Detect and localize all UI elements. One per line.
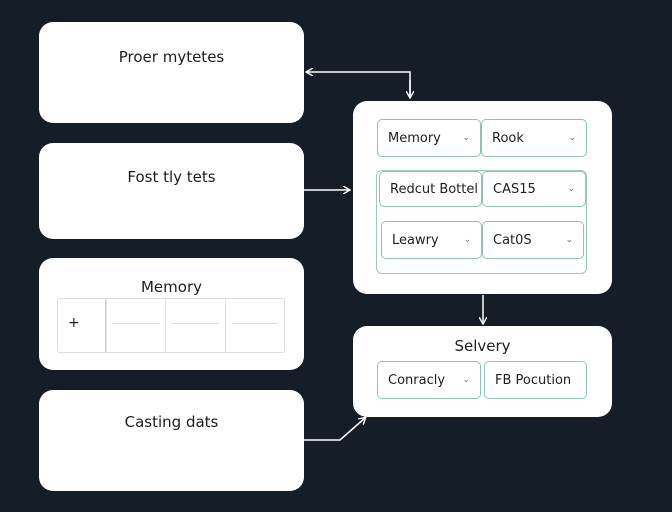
node-title: Memory	[140, 278, 202, 296]
chevron-down-icon: ⌄	[462, 133, 470, 143]
memory-cell[interactable]	[224, 299, 284, 352]
memory-table: +	[57, 298, 285, 353]
dropdown-conracly[interactable]: Conracly ⌄	[377, 361, 481, 399]
add-cell[interactable]: +	[58, 299, 106, 352]
dropdown-label: Leawry	[392, 232, 439, 248]
dropdown-cas15[interactable]: CAS15 ⌄	[482, 171, 586, 207]
dropdown-label: Rook	[492, 130, 524, 146]
dropdown-label: CAS15	[493, 181, 536, 197]
node-title: Fost tly tets	[127, 168, 216, 186]
node-card-4[interactable]: Casting dats	[39, 390, 304, 491]
panel-title: Selvery	[454, 337, 511, 355]
dropdown-label: Redcut Bottel	[390, 181, 478, 197]
memory-cell[interactable]	[165, 299, 224, 352]
row-group	[376, 170, 587, 274]
node-title: Proer mytetes	[118, 48, 225, 66]
chevron-down-icon: ⌄	[565, 235, 573, 245]
dropdown-cat0s[interactable]: Cat0S ⌄	[482, 221, 584, 259]
config-panel: Memory ⌄ Rook ⌄ Redcut Bottel CAS15 ⌄ Le…	[353, 101, 612, 294]
dropdown-memory[interactable]: Memory ⌄	[377, 119, 481, 157]
field-label: FB Pocution	[495, 372, 572, 388]
selvery-panel: Selvery Conracly ⌄ FB Pocution	[353, 326, 612, 417]
connector-card4-bottom	[304, 418, 365, 441]
dropdown-label: Cat0S	[493, 232, 532, 248]
node-card-memory[interactable]: Memory +	[39, 258, 304, 370]
dropdown-rook[interactable]: Rook ⌄	[481, 119, 587, 157]
memory-cell[interactable]	[106, 299, 165, 352]
node-card-2[interactable]: Fost tly tets	[39, 143, 304, 239]
chevron-down-icon: ⌄	[462, 375, 470, 385]
node-title: Casting dats	[124, 413, 219, 431]
dropdown-redcut-bottel[interactable]: Redcut Bottel	[379, 171, 482, 207]
dropdown-leawry[interactable]: Leawry ⌄	[381, 221, 482, 259]
dropdown-label: Memory	[388, 130, 441, 146]
connector-card1-panel	[307, 72, 411, 96]
node-card-1[interactable]: Proer mytetes	[39, 22, 304, 123]
chevron-down-icon: ⌄	[567, 184, 575, 194]
chevron-down-icon: ⌄	[568, 133, 576, 143]
chevron-down-icon: ⌄	[463, 235, 471, 245]
dropdown-label: Conracly	[388, 372, 446, 388]
plus-icon[interactable]: +	[68, 315, 80, 331]
field-fb-pocution[interactable]: FB Pocution	[484, 361, 587, 399]
